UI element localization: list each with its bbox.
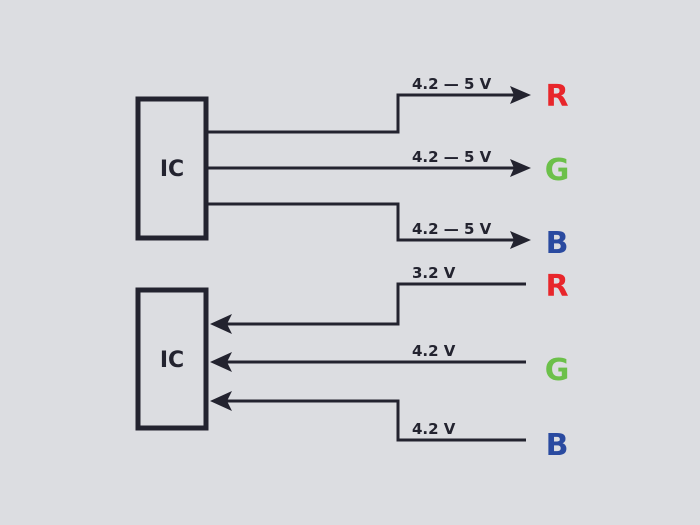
top-voltage-r: 4.2 — 5 V <box>412 75 492 93</box>
bottom-voltage-r: 3.2 V <box>412 264 456 282</box>
bottom-arrow-g-icon <box>210 352 232 372</box>
top-wire-b <box>206 202 518 242</box>
bottom-wire-b <box>224 399 526 442</box>
top-voltage-b: 4.2 — 5 V <box>412 220 492 238</box>
bottom-wire-r <box>224 282 526 326</box>
bottom-voltage-g: 4.2 V <box>412 342 456 360</box>
bottom-ic-label: IC <box>160 348 184 373</box>
top-arrow-b-icon <box>510 231 531 249</box>
bottom-ic-box <box>135 287 209 431</box>
top-ic-label: IC <box>160 157 184 182</box>
top-channel-g: G <box>545 153 570 188</box>
bottom-channel-g: G <box>545 353 570 388</box>
top-arrow-g-icon <box>510 159 531 177</box>
top-voltage-g: 4.2 — 5 V <box>412 148 492 166</box>
top-channel-r: R <box>545 79 568 114</box>
bottom-arrow-r-icon <box>210 314 232 334</box>
top-channel-b: B <box>546 226 569 261</box>
bottom-voltage-b: 4.2 V <box>412 420 456 438</box>
bottom-channel-b: B <box>546 428 569 463</box>
bottom-arrow-b-icon <box>210 391 232 411</box>
bottom-channel-r: R <box>545 269 568 304</box>
top-wire-r <box>206 93 518 134</box>
top-arrow-r-icon <box>510 86 531 104</box>
